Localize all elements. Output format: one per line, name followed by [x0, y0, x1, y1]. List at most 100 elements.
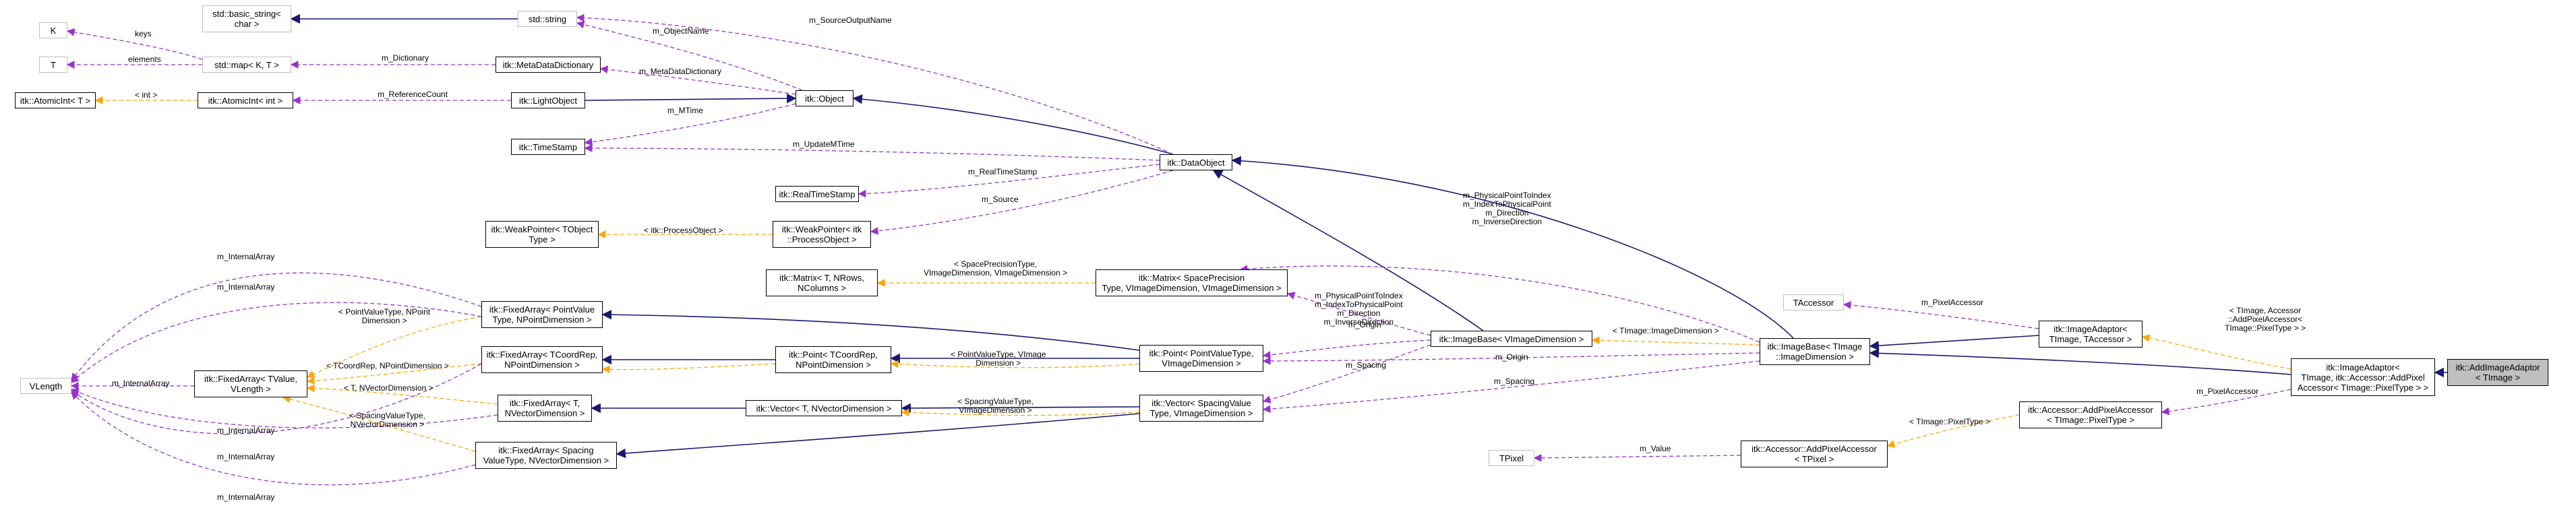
label-spaceprecision: < SpacePrecisionType,VImageDimension, VI… [924, 260, 1067, 278]
label-m-origin-b-line-1: m_Origin [1495, 352, 1528, 362]
node-t-line-1: T [51, 59, 56, 70]
edge-lightobject-to-object [585, 93, 797, 104]
edge-addpixelaccessor-to-imageadaptora [2161, 389, 2292, 416]
node-realtimestamp-line-1: itk::RealTimeStamp [779, 189, 856, 199]
node-matrix-t[interactable]: itk::Matrix< T, NRows,NColumns > [766, 269, 878, 296]
label-m-spacing-b-line-1: m_Spacing [1494, 377, 1535, 386]
node-fixedarray-tvalue[interactable]: itk::FixedArray< TValue,VLength > [194, 370, 307, 397]
node-weakpointer-processobject[interactable]: itk::WeakPointer< itk::ProcessObject > [773, 221, 871, 248]
node-weakpointer-tobject-line-2: Type > [529, 234, 556, 244]
node-addpixelaccessor-pixeltype-line-1: itk::Accessor::AddPixelAccessor [2028, 405, 2153, 415]
node-object[interactable]: itk::Object [796, 90, 853, 106]
label-m-source: m_Source [982, 195, 1019, 204]
edge-dataobject-to-realtimestamp [858, 164, 1160, 198]
node-addpixelaccessor-tpixel[interactable]: itk::Accessor::AddPixelAccessor< TPixel … [1741, 441, 1888, 467]
node-point-pointvaluetype[interactable]: itk::Point< PointValueType,VImageDimensi… [1139, 345, 1263, 372]
label-keys: keys [135, 30, 152, 38]
label-m-physicalpointtoindex-a-line-1: m_PhysicalPointToIndex [1463, 191, 1551, 200]
label-spacingvalue-nvector: < SpacingValueType,NVectorDimension > [349, 412, 425, 429]
node-taccessor-line-1: TAccessor [1793, 297, 1834, 308]
label-pointvaluetype-npoint-line-2: Dimension > [361, 316, 407, 325]
edge-fixedarraytv-pv [306, 316, 482, 378]
node-imageadaptor-addpixel[interactable]: itk::ImageAdaptor<TImage, itk::Accessor:… [2291, 358, 2435, 396]
label-m-value-line-1: m_Value [1640, 444, 1671, 453]
node-imageadaptor-timage-taccessor[interactable]: itk::ImageAdaptor<TImage, TAccessor > [2039, 321, 2143, 348]
node-imagebase-timage[interactable]: itk::ImageBase< TImage::ImageDimension > [1760, 338, 1870, 365]
node-k[interactable]: K [39, 22, 67, 38]
label-timage-accessor: < TImage, Accessor::AddPixelAccessor<TIm… [2225, 306, 2306, 333]
node-std-basic-string-line-1: std::basic_string< [212, 9, 281, 19]
label-m-internalarray-2: m_InternalArray [217, 283, 274, 292]
node-imageadaptor-timage-taccessor-line-2: TImage, TAccessor > [2049, 334, 2132, 344]
label-elements: elements [128, 55, 161, 64]
edge-vector-to-vectortn [901, 403, 1140, 414]
node-vector-t[interactable]: itk::Vector< T, NVectorDimension > [746, 400, 902, 416]
node-imagebase-vimagedimension[interactable]: itk::ImageBase< VImageDimension > [1431, 331, 1592, 347]
node-imagebase-timage-line-2: ::ImageDimension > [1776, 352, 1854, 362]
node-fixedarray-spacing-line-1: itk::FixedArray< Spacing [498, 445, 594, 455]
node-fixedarray-t[interactable]: itk::FixedArray< T,NVectorDimension > [498, 395, 592, 422]
label-m-origin-b: m_Origin [1495, 353, 1528, 362]
label-m-pixelaccessor-b: m_PixelAccessor [2196, 387, 2258, 396]
node-std-string[interactable]: std::string [518, 11, 577, 27]
label-m-spacing-a-line-1: m_Spacing [1346, 360, 1387, 370]
label-spaceprecision-line-1: < SpacePrecisionType, [954, 259, 1038, 269]
label-spacingvalue-vimage: < SpacingValueType,VImageDimension > [957, 397, 1034, 415]
label-m-referencecount: m_ReferenceCount [378, 90, 448, 99]
node-object-line-1: itk::Object [805, 93, 844, 104]
node-vlength[interactable]: VLength [20, 378, 71, 394]
node-metadatadictionary[interactable]: itk::MetaDataDictionary [496, 57, 601, 73]
node-atomicint-int[interactable]: itk::AtomicInt< int > [198, 92, 293, 108]
node-realtimestamp[interactable]: itk::RealTimeStamp [775, 186, 859, 202]
label-timage-imagedimension: < TImage::ImageDimension > [1613, 327, 1719, 335]
node-taccessor[interactable]: TAccessor [1783, 294, 1844, 311]
node-addpixelaccessor-tpixel-line-2: < TPixel > [1794, 454, 1834, 464]
node-lightobject[interactable]: itk::LightObject [511, 92, 585, 108]
label-tcoordrep-npoint-line-1: < TCoordRep, NPointDimension > [326, 361, 449, 370]
node-std-map[interactable]: std::map< K, T > [202, 57, 291, 73]
node-addimageadaptor[interactable]: itk::AddImageAdaptor< TImage > [2447, 359, 2548, 386]
label-processobject: < itk::ProcessObject > [644, 226, 723, 235]
label-m-referencecount-line-1: m_ReferenceCount [378, 90, 448, 99]
node-fixedarray-tcoordrep-line-2: NPointDimension > [504, 360, 580, 370]
label-m-objectname-line-1: m_ObjectName [653, 26, 709, 36]
node-addpixelaccessor-pixeltype[interactable]: itk::Accessor::AddPixelAccessor< TImage:… [2019, 401, 2162, 428]
label-m-physicalpointtoindex-a-line-3: m_Direction [1485, 208, 1529, 218]
node-timestamp-line-1: itk::TimeStamp [518, 141, 578, 152]
label-m-spacing-a: m_Spacing [1346, 361, 1386, 370]
label-m-internalarray-6-line-1: m_InternalArray [217, 492, 275, 502]
node-fixedarray-tcoordrep-line-1: itk::FixedArray< TCoordRep, [486, 350, 598, 360]
label-m-metadatadictionary-line-1: m_MetaDataDictionary [639, 67, 722, 76]
label-m-source-line-1: m_Source [982, 195, 1019, 204]
label-spacingvalue-vimage-line-2: VImageDimension > [959, 405, 1032, 415]
node-fixedarray-pointvalue-line-2: Type, NPointDimension > [492, 315, 592, 325]
label-spacingvalue-vimage-line-1: < SpacingValueType, [957, 397, 1034, 406]
node-t[interactable]: T [39, 57, 67, 73]
node-vector-t-line-1: itk::Vector< T, NVectorDimension > [756, 403, 892, 414]
label-m-physicalpointtoindex-b-line-4: m_InverseDirection [1323, 317, 1394, 327]
label-m-internalarray-3: m_InternalArray [112, 379, 169, 388]
label-m-metadatadictionary: m_MetaDataDictionary [639, 67, 721, 76]
label-m-mtime-line-1: m_MTime [667, 106, 703, 115]
node-tpixel[interactable]: TPixel [1489, 450, 1534, 466]
edge-vlength-internal-5 [71, 363, 482, 434]
node-addpixelaccessor-pixeltype-line-2: < TImage::PixelType > [2047, 415, 2134, 425]
node-atomicint-t[interactable]: itk::AtomicInt< T > [15, 92, 96, 108]
label-m-internalarray-5: m_InternalArray [217, 453, 274, 461]
edge-fixedarraytv-tn [306, 384, 498, 405]
node-std-basic-string[interactable]: std::basic_string<char > [202, 5, 291, 32]
node-point-tcoordrep-line-1: itk::Point< TCoordRep, [789, 350, 878, 360]
node-weakpointer-processobject-line-2: ::ProcessObject > [787, 234, 857, 244]
label-m-origin-a-line-1: m_Origin [1348, 320, 1381, 329]
node-fixedarray-tcoordrep[interactable]: itk::FixedArray< TCoordRep,NPointDimensi… [481, 346, 603, 373]
node-timestamp[interactable]: itk::TimeStamp [511, 139, 585, 155]
node-point-tcoordrep[interactable]: itk::Point< TCoordRep,NPointDimension > [775, 346, 891, 373]
node-dataobject[interactable]: itk::DataObject [1160, 154, 1232, 170]
label-m-sourceoutputname: m_SourceOutputName [809, 16, 892, 25]
